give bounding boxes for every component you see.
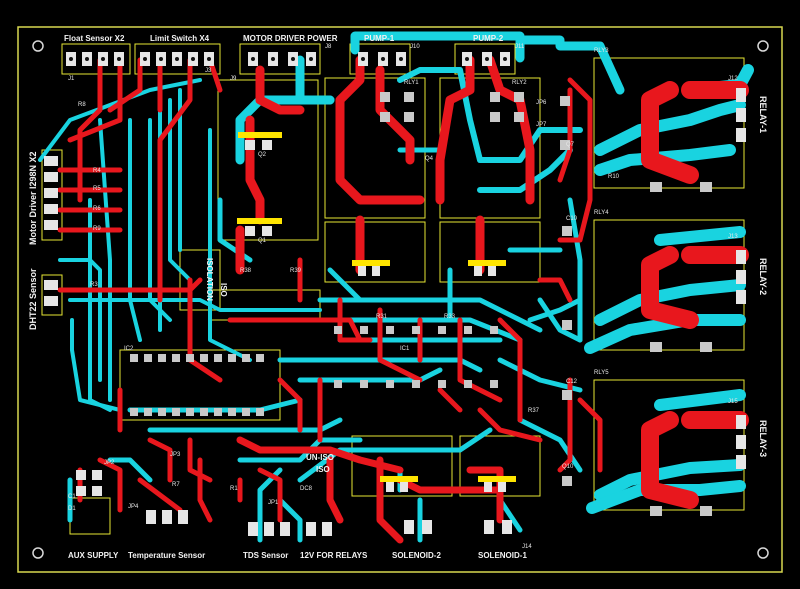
iso-label: ISO: [316, 465, 330, 474]
ref-r7: R7: [172, 482, 180, 488]
aux-supply-label: AUX SUPPLY: [68, 551, 119, 560]
relay3-label: RELAY-3: [758, 420, 768, 457]
ref-r33: R33: [444, 314, 456, 320]
ref-jp4: JP4: [128, 504, 139, 510]
motor-driver-label: Motor Driver l298N X2: [28, 151, 38, 245]
board-outline: [17, 26, 783, 573]
un-iso-label: UN-ISO: [306, 453, 334, 462]
ref-c1: C1: [68, 494, 76, 500]
connector-labels: Float Sensor X2 Limit Switch X4 MOTOR DR…: [28, 34, 768, 560]
ref-jp2: JP2: [104, 460, 115, 466]
temperature-sensor-label: Temperature Sensor: [128, 551, 205, 560]
pump1-label: PUMP-1: [364, 34, 395, 43]
solenoid1-label: SOLENOID-1: [478, 551, 527, 560]
mounting-hole-tl: [32, 40, 44, 52]
pump2-label: PUMP-2: [473, 34, 504, 43]
ref-r8: R8: [78, 102, 86, 108]
mounting-hole-tr: [757, 40, 769, 52]
ref-q10: Q10: [562, 464, 574, 470]
relay2-label: RELAY-2: [758, 258, 768, 295]
ref-q4: Q4: [425, 156, 434, 162]
ref-jp7: JP7: [536, 122, 547, 128]
ref-jp1: JP1: [268, 500, 279, 506]
mounting-hole-br: [757, 547, 769, 559]
ref-r4: R4: [93, 168, 101, 174]
limit-switch-label: Limit Switch X4: [150, 34, 210, 43]
ref-j9: J9: [230, 76, 237, 82]
ref-j1: J1: [68, 76, 75, 82]
12v-relays-label: 12V FOR RELAYS: [300, 551, 368, 560]
mounting-holes: [32, 40, 769, 559]
ref-rly3: RLY3: [594, 48, 609, 54]
ref-q1: Q1: [258, 238, 267, 244]
reference-designators: J1 J3 J9 J8 J10 J11 J12 J13 J15 J14 RLY1…: [68, 44, 738, 550]
ref-dc8: DC8: [300, 486, 313, 492]
ref-j13: J13: [728, 234, 738, 240]
ref-j10: J10: [410, 44, 420, 50]
ref-rly4: RLY4: [594, 210, 609, 216]
solenoid2-label: SOLENOID-2: [392, 551, 441, 560]
dht22-sensor-label: DHT22 Sensor: [28, 268, 38, 330]
ref-r39: R39: [290, 268, 302, 274]
ref-d1: D1: [68, 506, 76, 512]
ref-q7: Q7: [566, 142, 575, 148]
ref-rly2: RLY2: [512, 80, 527, 86]
ref-r1: R1: [230, 486, 238, 492]
ref-c10: C10: [566, 216, 578, 222]
ref-rly5: RLY5: [594, 370, 609, 376]
ref-jp6: JP6: [536, 100, 547, 106]
ref-j15: J15: [728, 399, 738, 405]
ref-rly1: RLY1: [404, 80, 419, 86]
ref-c12: C12: [566, 379, 578, 385]
ref-r10: R10: [608, 174, 620, 180]
ref-j12: J12: [728, 76, 738, 82]
ref-r5: R5: [93, 186, 101, 192]
ref-ic1: IC1: [400, 346, 410, 352]
mounting-hole-bl: [32, 547, 44, 559]
tds-sensor-label: TDS Sensor: [243, 551, 288, 560]
ref-r31: R31: [376, 314, 388, 320]
ref-jp3: JP3: [170, 452, 181, 458]
relay1-label: RELAY-1: [758, 96, 768, 133]
heatsink-markers: [237, 132, 516, 482]
ref-j3: J3: [205, 68, 212, 74]
ref-ic2: IC2: [124, 346, 134, 352]
iso-vertical-label: ISO: [219, 283, 228, 297]
top-copper-traces: [57, 55, 749, 544]
float-sensor-label: Float Sensor X2: [64, 34, 125, 43]
motor-driver-power-label: MOTOR DRIVER POWER: [243, 34, 338, 43]
ref-r3: R3: [90, 282, 98, 288]
ref-r6: R6: [93, 206, 101, 212]
ref-r38: R38: [240, 268, 252, 274]
ref-q2: Q2: [258, 152, 267, 158]
ref-j14: J14: [522, 544, 532, 550]
ref-j8: J8: [325, 44, 332, 50]
ref-r37: R37: [528, 408, 540, 414]
ref-r9: R9: [93, 226, 101, 232]
isolation-label: ISOLATION: [205, 258, 214, 301]
ref-j11: J11: [515, 44, 525, 50]
pads: [44, 52, 746, 536]
